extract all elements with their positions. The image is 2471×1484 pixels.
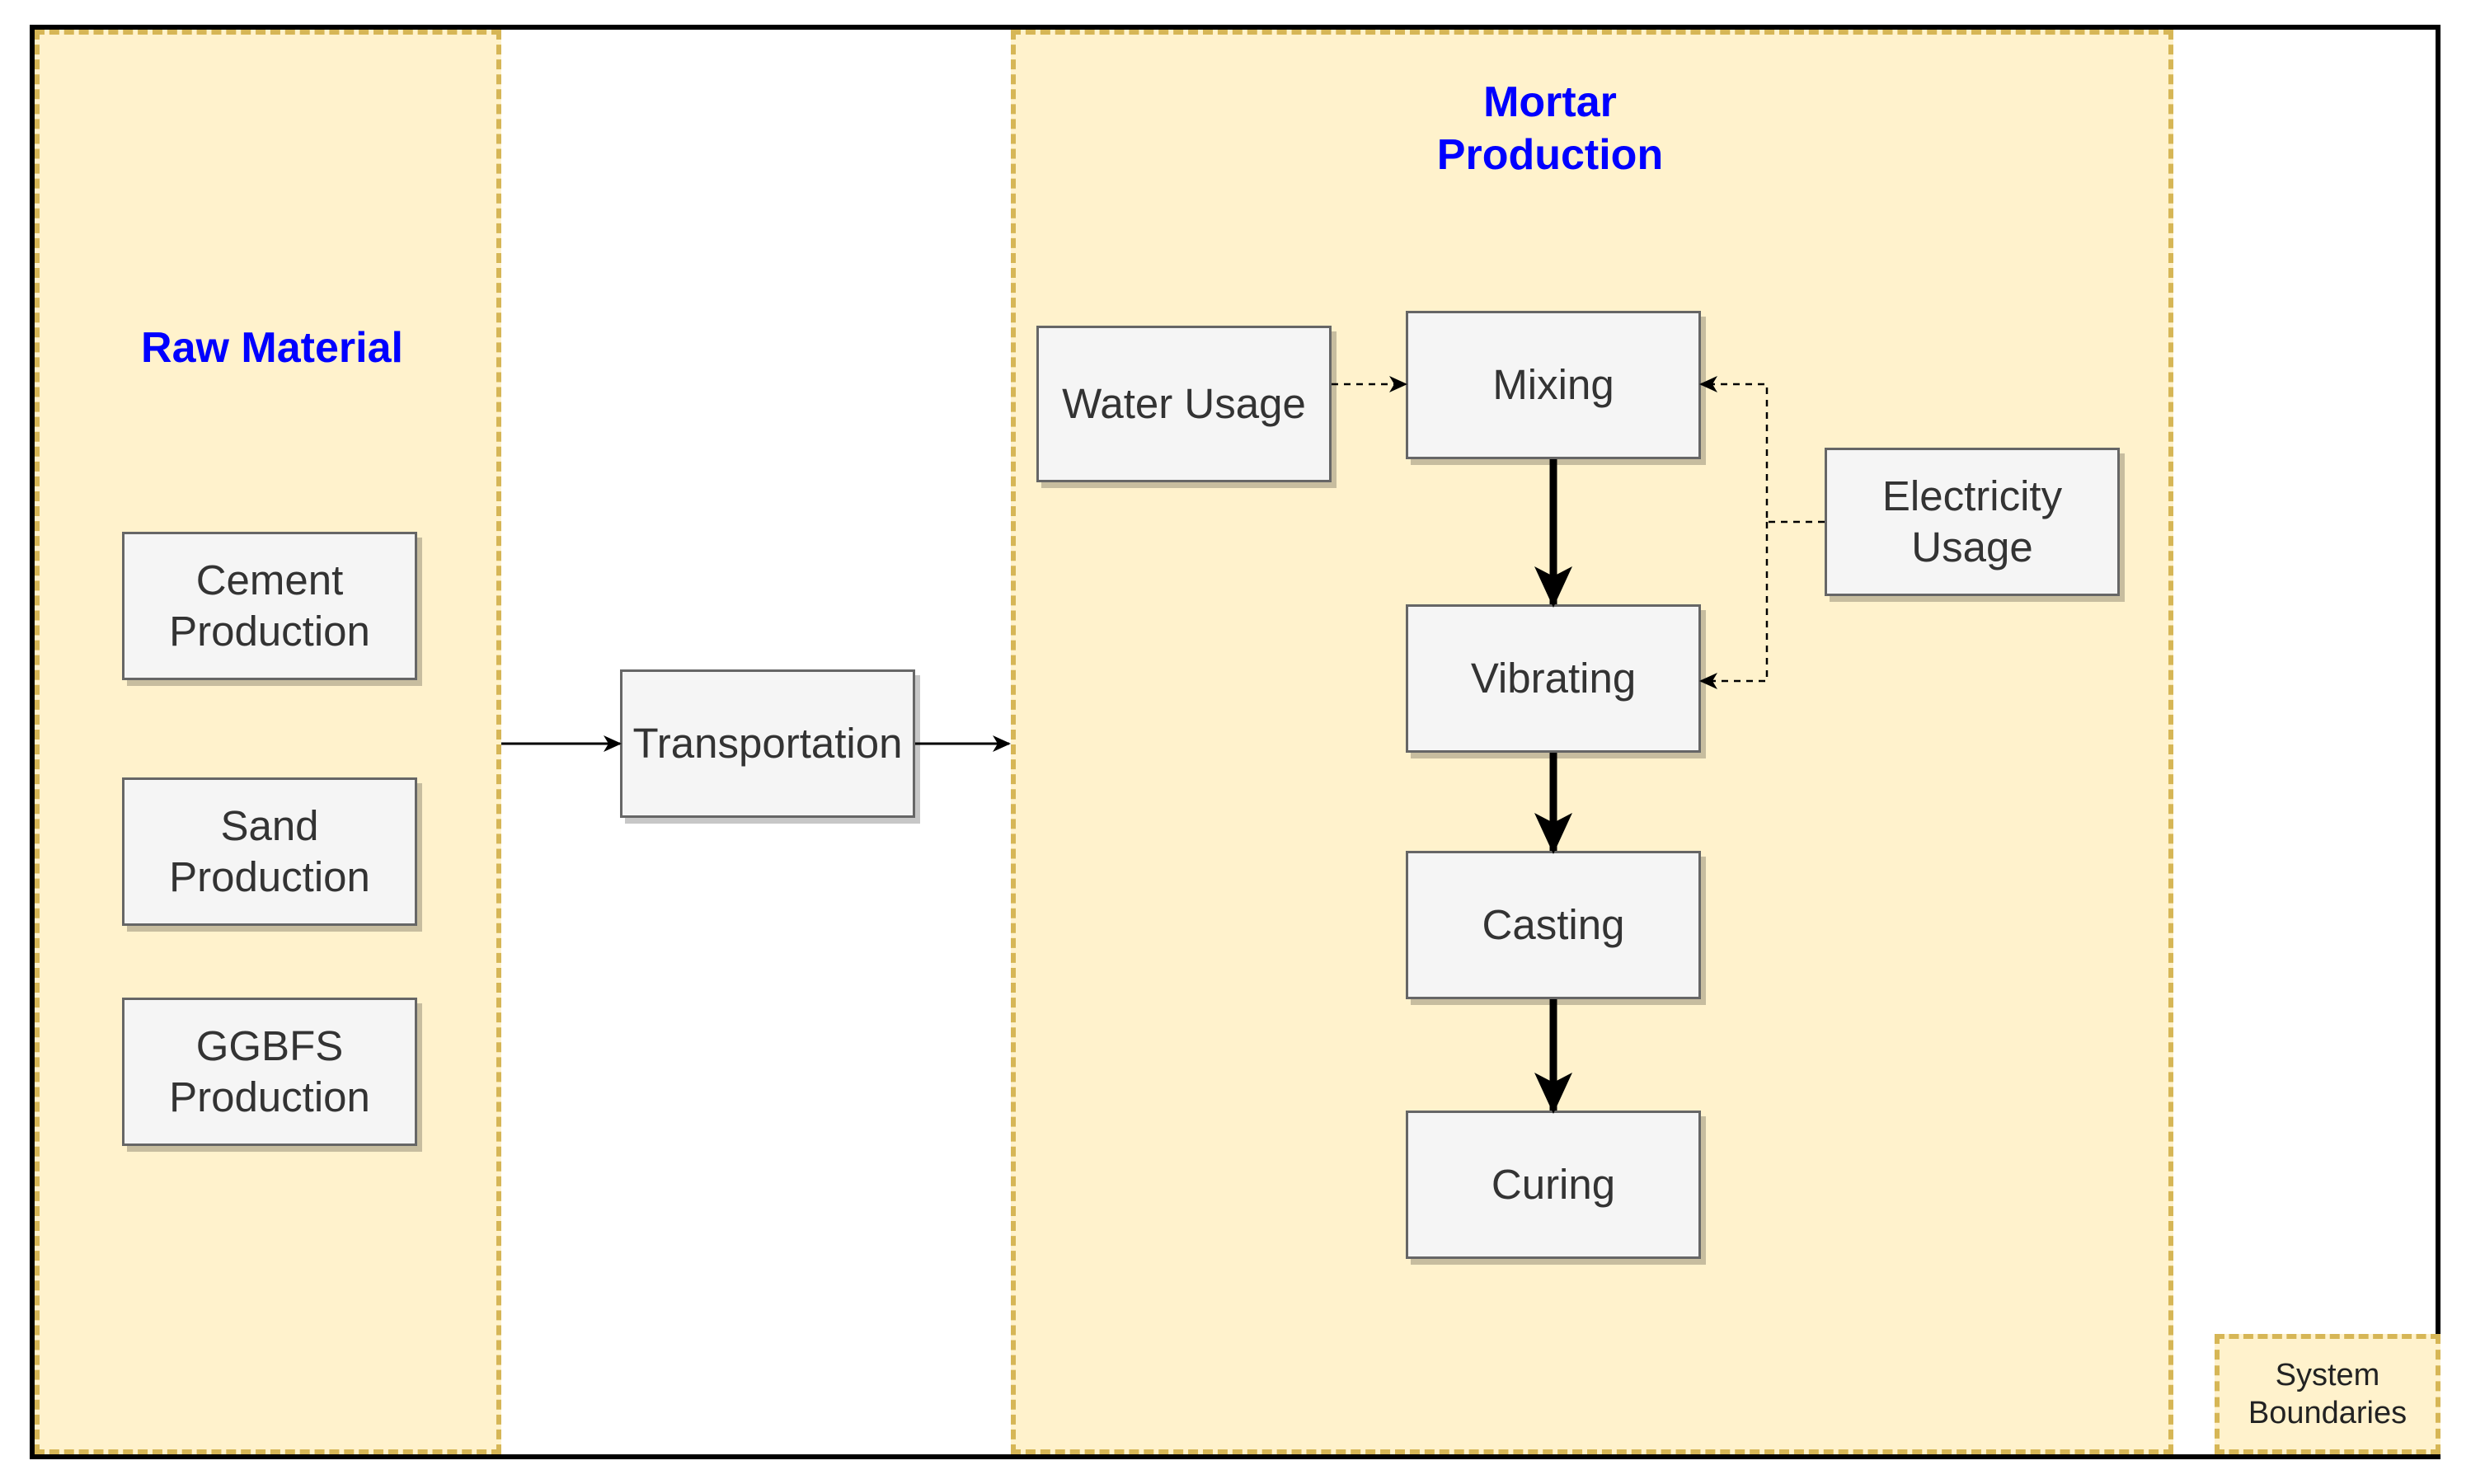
casting-node: Casting [1406, 851, 1701, 999]
vibrating-node: Vibrating [1406, 604, 1701, 753]
ggbfs-production-node: GGBFS Production [122, 998, 417, 1146]
electricity-usage-node: Electricity Usage [1825, 448, 2120, 596]
cement-production-node: Cement Production [122, 532, 417, 680]
raw-material-zone [35, 30, 501, 1454]
system-boundaries-legend: System Boundaries [2215, 1334, 2440, 1454]
transportation-node: Transportation [620, 669, 915, 818]
curing-node: Curing [1406, 1111, 1701, 1259]
raw-material-title: Raw Material [141, 324, 403, 372]
water-usage-node: Water Usage [1036, 326, 1332, 482]
mortar-production-title: Mortar Production [1436, 78, 1664, 179]
sand-production-node: Sand Production [122, 777, 417, 926]
mixing-node: Mixing [1406, 311, 1701, 459]
